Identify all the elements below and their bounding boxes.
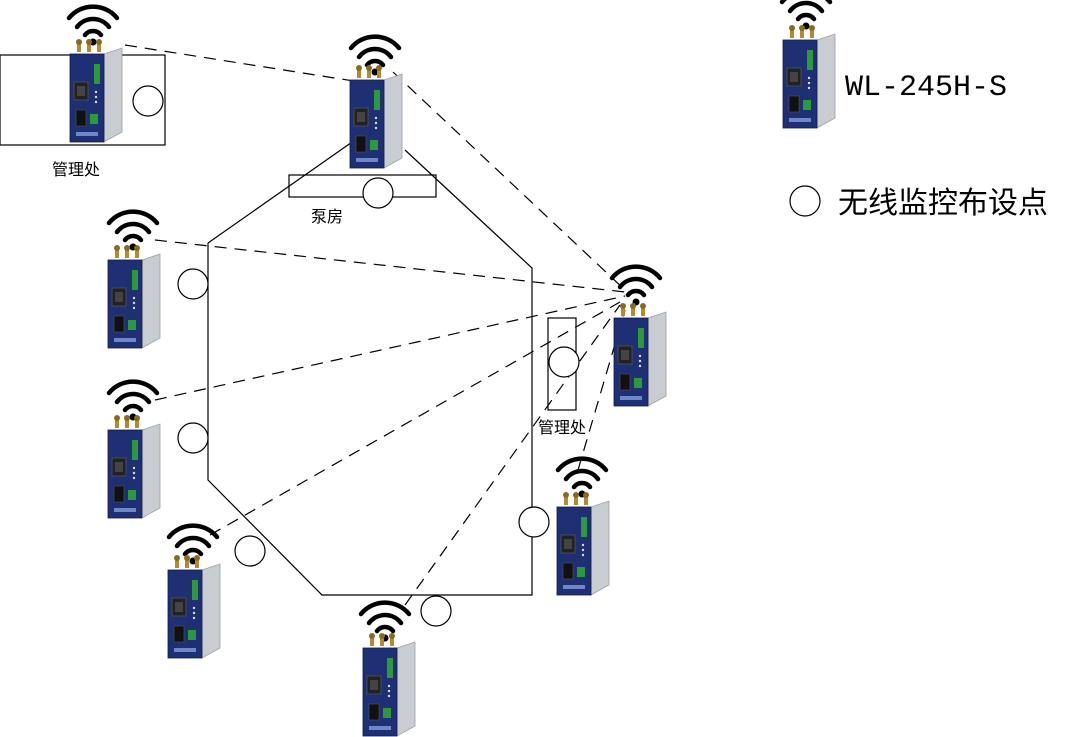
monitor-point-icon (234, 535, 266, 567)
wifi-icon (109, 382, 157, 421)
router-icon (556, 491, 610, 596)
monitor-point-icon (789, 185, 821, 217)
pump-house-box (288, 174, 437, 198)
facility-outline (207, 149, 533, 596)
facility-outline-top-left (207, 139, 356, 244)
wifi-icon (612, 267, 660, 306)
legend-monitor-point-label: 无线监控布设点 (838, 186, 1048, 221)
monitor-point-icon (132, 85, 164, 117)
router-icon (107, 414, 161, 519)
monitor-point-icon (518, 506, 550, 538)
router-node (167, 526, 221, 659)
router-node (556, 459, 610, 596)
router-node (349, 37, 403, 169)
monitor-points (132, 85, 580, 627)
monitor-point-icon (420, 595, 452, 627)
wifi-icon (109, 212, 157, 251)
router-node (107, 212, 161, 349)
router-node (107, 382, 161, 519)
wifi-icon (558, 459, 606, 498)
router-icon (349, 64, 403, 169)
wireless-links (124, 44, 626, 606)
router-icon (613, 302, 667, 407)
monitor-point-icon (177, 422, 209, 454)
admin-office-right-label: 管理处 (538, 418, 586, 437)
router-icon (782, 24, 836, 129)
router-node (69, 7, 123, 143)
pump-house-label: 泵房 (311, 207, 343, 226)
router-icon (167, 554, 221, 659)
router-icon (69, 38, 123, 143)
wifi-icon (69, 7, 117, 46)
router-node (361, 603, 416, 737)
admin-office-label: 管理处 (52, 160, 100, 179)
router-icon (107, 244, 161, 349)
wifi-icon (782, 0, 830, 30)
monitor-point-icon (548, 346, 580, 378)
router-node (612, 267, 667, 407)
router-icon (362, 632, 416, 737)
wifi-icon (361, 603, 409, 642)
monitor-point-icon (362, 177, 394, 209)
legend-model-label: WL-245H-S (845, 71, 1007, 105)
monitor-point-icon (177, 268, 209, 300)
legend: WL-245H-S 无线监控布设点 (782, 0, 1048, 221)
